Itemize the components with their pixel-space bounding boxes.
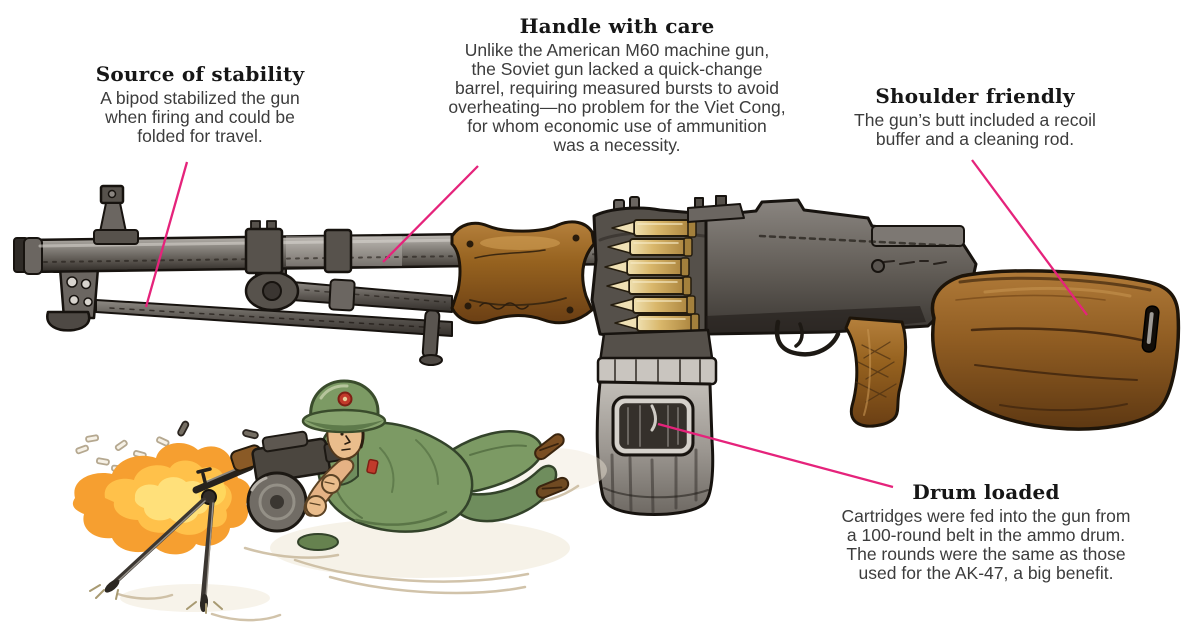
callout-shoulder-body: The gun’s butt included a recoil buffer …: [854, 110, 1096, 149]
soldier-arms: [303, 451, 359, 517]
soldier-head: [301, 379, 387, 475]
collar-tab-icon: [366, 458, 379, 475]
sandal-icon: [534, 433, 565, 461]
callout-handle-body: Unlike the American M60 machine gun, the…: [448, 40, 786, 155]
leader-line-handle: [382, 165, 479, 263]
callout-drum: Drum loaded Cartridges were fed into the…: [800, 480, 1172, 583]
ground-shadow-strokes: [116, 484, 580, 622]
callout-drum-title: Drum loaded: [912, 480, 1060, 504]
gun-foregrip: [450, 220, 596, 325]
cartridge-belt-icon: [604, 218, 700, 333]
soldier-illustration: [72, 379, 607, 622]
callout-stability-body: A bipod stabilized the gun when firing a…: [100, 88, 300, 146]
drum-buckle-icon: [611, 395, 695, 457]
rear-sight-icon: [687, 195, 745, 223]
leader-line-drum: [657, 422, 894, 489]
gun-illustration: [13, 184, 1181, 516]
front-sight-icon: [93, 184, 139, 245]
soldier-legs: [446, 430, 570, 523]
deployed-bipod-icon: [89, 497, 223, 614]
leader-line-stability: [144, 161, 189, 308]
callout-shoulder: Shoulder friendly The gun’s butt include…: [790, 84, 1160, 149]
pith-helmet-icon: [301, 379, 387, 434]
callout-stability-title: Source of stability: [95, 62, 305, 86]
callout-shoulder-title: Shoulder friendly: [875, 84, 1075, 108]
gun-feed-belt: [590, 196, 714, 342]
soldier-gun-drum-icon: [246, 471, 308, 533]
gun-stock: [930, 269, 1181, 431]
callout-drum-body: Cartridges were fed into the gun from a …: [841, 506, 1131, 583]
callout-stability: Source of stability A bipod stabilized t…: [40, 62, 360, 146]
callout-handle-title: Handle with care: [519, 14, 715, 38]
gun-trigger-grip: [774, 316, 908, 428]
gun-ammo-drum: [595, 328, 718, 516]
sandal-icon: [535, 476, 570, 499]
leader-line-shoulder: [971, 159, 1088, 316]
leader-lines: [144, 159, 1088, 489]
stock-slot-icon: [1141, 305, 1160, 353]
callout-handle: Handle with care Unlike the American M60…: [400, 14, 834, 155]
